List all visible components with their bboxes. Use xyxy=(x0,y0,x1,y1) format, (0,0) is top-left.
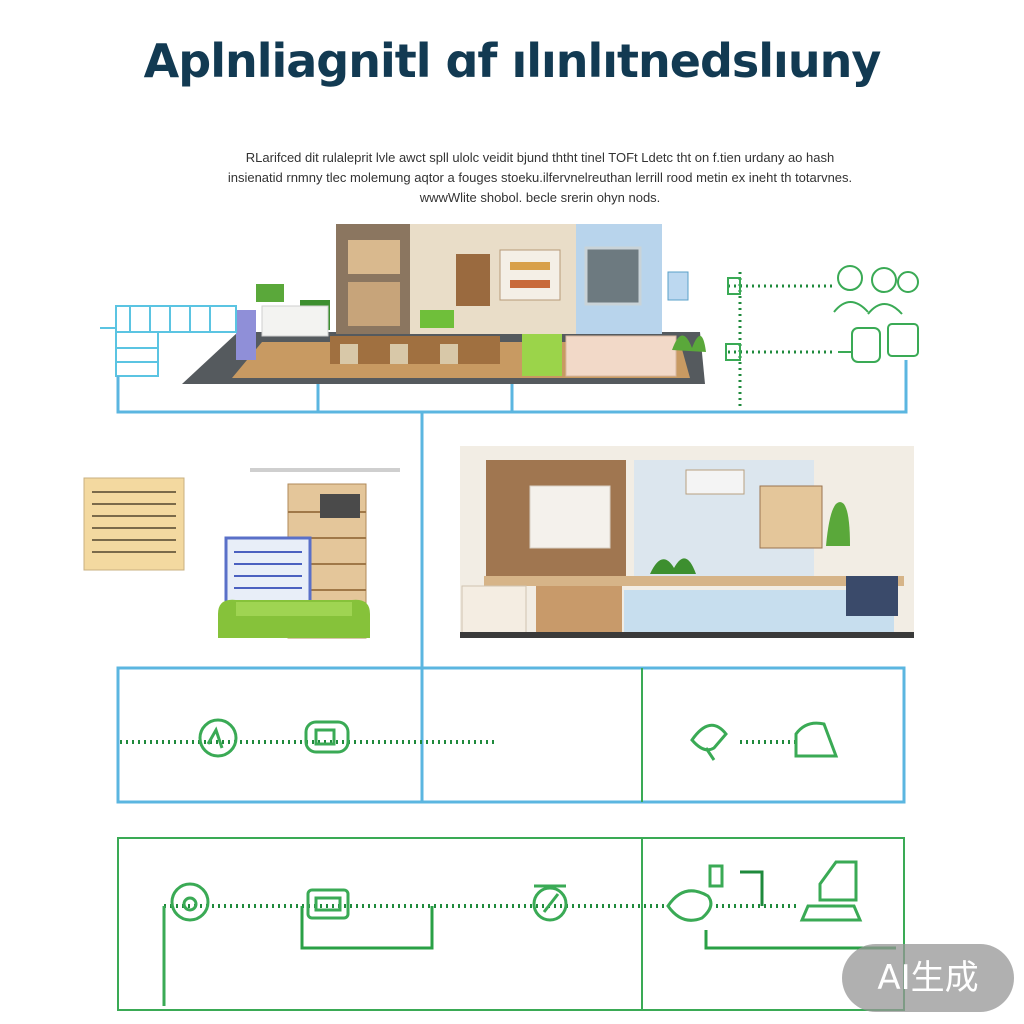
display-icon xyxy=(725,277,741,361)
page-subtitle: RLarifced dit rulaleprit lvle awct spll … xyxy=(150,148,930,208)
blueprint-icon xyxy=(100,305,237,377)
network-panel-2 xyxy=(117,837,905,1011)
kitchen-cutaway xyxy=(460,446,914,638)
top-right-network xyxy=(725,265,919,410)
router-icon xyxy=(306,888,350,920)
subtitle-line-2: insienatid rnmny tlec molemung aqtor a f… xyxy=(227,170,853,185)
subtitle-line-3: wwwWlite shobol. becle srerin ohyn nods. xyxy=(419,190,661,205)
thermostat-icon xyxy=(666,864,724,922)
ai-generated-badge: AI生成 xyxy=(842,944,1014,1012)
display-icon xyxy=(799,860,863,922)
page-title: Aplnliagnitl ɑf ılınlıtnedslıuny xyxy=(143,34,882,88)
gauge-icon xyxy=(170,882,210,922)
thermostat-icon xyxy=(690,723,728,761)
gauge-icon xyxy=(198,718,238,758)
connector-bus xyxy=(116,360,908,668)
router-icon xyxy=(838,323,919,363)
subtitle-line-1: RLarifced dit rulaleprit lvle awct spll … xyxy=(245,150,835,165)
house-cutaway-top xyxy=(182,224,706,384)
gauge-icon xyxy=(532,884,568,922)
printer-icon xyxy=(794,721,839,758)
living-room-left xyxy=(218,468,400,639)
people-icon xyxy=(833,265,919,315)
network-panel-1 xyxy=(116,666,906,804)
router-icon xyxy=(304,720,350,754)
document-icon xyxy=(83,477,185,571)
